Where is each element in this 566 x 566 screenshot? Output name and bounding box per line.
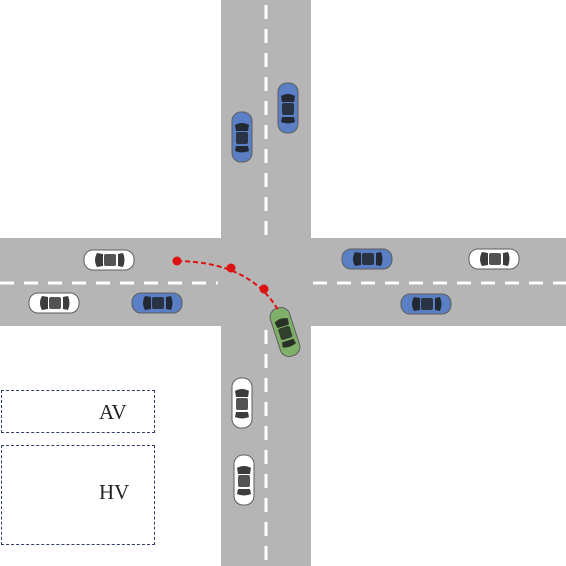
hv-car-white-icon bbox=[83, 249, 135, 271]
legend-av-box bbox=[1, 390, 155, 433]
hv-car-white-icon bbox=[28, 292, 80, 314]
trajectory-point-icon bbox=[172, 256, 182, 266]
hv-car-white-icon bbox=[468, 248, 520, 270]
trajectory-point-icon bbox=[259, 284, 269, 294]
legend-hv-label: HV bbox=[99, 480, 130, 504]
legend-av-label: AV bbox=[99, 400, 127, 424]
hv-car-blue-icon bbox=[341, 248, 393, 270]
hv-car-blue-icon bbox=[231, 111, 253, 163]
legend-hv-box bbox=[1, 445, 155, 545]
hv-car-blue-icon bbox=[400, 293, 452, 315]
hv-car-white-icon bbox=[233, 454, 255, 506]
trajectory-point-icon bbox=[226, 263, 236, 273]
hv-car-white-icon bbox=[231, 377, 253, 429]
hv-car-blue-icon bbox=[277, 82, 299, 134]
av-trajectory bbox=[176, 260, 279, 311]
hv-car-blue-icon bbox=[131, 292, 183, 314]
